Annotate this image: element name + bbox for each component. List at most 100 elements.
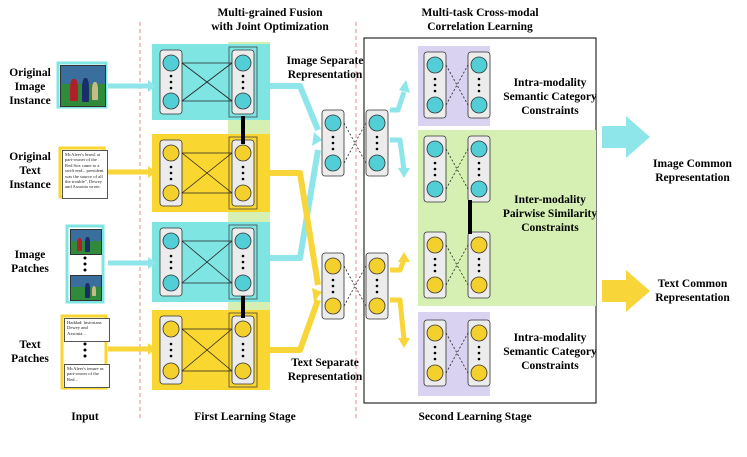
fusion-box-text-patches-left-ellipsis-dot	[169, 342, 173, 346]
text-patches-label-l2: Patches	[11, 353, 49, 365]
inter-net-text-b-node-bottom	[470, 276, 488, 294]
inter-net-image-a-ellipsis-dot	[433, 173, 437, 177]
to-inter-text	[390, 259, 407, 273]
text-common-label-l2: Representation	[655, 292, 730, 304]
inter-net-image-a-node-bottom	[426, 180, 444, 198]
image-separate-label: Image Separate Representation	[270, 54, 380, 82]
image-common-label-l2: Representation	[655, 172, 730, 184]
image-patches-frame	[65, 224, 105, 304]
fusion-box-original-image-right-ellipsis-dot	[241, 86, 245, 90]
intra-bottom-label: Intra-modality Semantic Category Constra…	[495, 331, 605, 373]
text-patch-thumbnail-top: Haddad: historians Dewey and Axsonia...	[64, 318, 110, 342]
fusion-box-original-text-right-node-top	[234, 144, 252, 162]
image-separate-label-l2: Representation	[287, 69, 363, 81]
image-patches-label-l1: Image	[14, 249, 46, 261]
separate-net-image-a-node-bottom	[324, 154, 342, 172]
separate-net-text-a-ellipsis-dot	[331, 290, 335, 294]
intra-bottom-net-b-node-top	[470, 324, 488, 342]
intra-bottom-label-l1: Intra-modality	[513, 332, 587, 344]
fusion-box-image-patches-right-ellipsis-dot	[241, 260, 245, 264]
intra-top-net-b-node-bottom	[470, 96, 488, 114]
separate-net-text-a-ellipsis-dot	[331, 278, 335, 282]
inter-net-text-a-node-top	[426, 236, 444, 254]
stage-input-label: Input	[71, 411, 99, 423]
inter-net-image-a-ellipsis-dot	[433, 161, 437, 165]
multitask-header-line2: Correlation Learning	[427, 21, 533, 33]
separate-net-image-b-ellipsis-dot	[375, 147, 379, 151]
arrow-in-original-image-head	[148, 80, 156, 92]
fusion-box-image-patches-left-ellipsis-dot	[169, 266, 173, 270]
image-patch-thumbnail-bottom	[70, 275, 102, 301]
fusion-box-image-patches-right-node-bottom	[234, 274, 252, 292]
separate-net-image-link	[343, 122, 367, 164]
original-text-snippet: McAleer's brawl at part-owner of the Red…	[65, 152, 104, 190]
fusion-box-original-image-right-ellipsis-dot	[241, 80, 245, 84]
fusion-box-text-patches-left-ellipsis-dot	[169, 354, 173, 358]
text-patch-thumbnail-bottom: McAleer's tenure as part-owner of the Re…	[64, 364, 110, 388]
patch-ellipsis-dot	[83, 262, 87, 266]
text-patches-label-l1: Text	[19, 339, 41, 351]
fusion-box-text-patches-link	[181, 328, 233, 372]
to-intra-bottom-head	[398, 338, 410, 348]
text-patch-snippet-1: Haddad: historians Dewey and Axsonia...	[67, 320, 102, 336]
original-text-thumbnail: McAleer's brawl at part-owner of the Red…	[62, 150, 108, 199]
separate-net-text-link	[343, 265, 367, 307]
to-intra-top	[390, 91, 407, 113]
text-separate-label-l1: Text Separate	[291, 357, 359, 369]
merge-yellow-head	[312, 288, 322, 302]
intra-top-label-l2: Semantic Category	[503, 91, 597, 103]
separate-net-image-b-node-top	[368, 114, 386, 132]
fusion-box-text-patches-right-ellipsis-dot	[241, 348, 245, 352]
separate-net-image-a-ellipsis-dot	[331, 147, 335, 151]
output-arrow-text-body	[602, 280, 626, 302]
fusion-box-original-text-link	[181, 152, 233, 194]
original-image-label-l2: Image	[14, 81, 46, 93]
inter-net-text-b-ellipsis-dot	[477, 257, 481, 261]
intra-top-net-b-ellipsis-dot	[477, 83, 481, 87]
separate-net-image-a-node-top	[324, 114, 342, 132]
arrow-in-image-patches-head	[148, 257, 156, 269]
intra-top-label-l3: Constraints	[521, 105, 579, 117]
fusion-box-image-patches-link	[181, 240, 233, 284]
text-common-label-l1: Text Common	[657, 278, 728, 290]
separate-net-text-b-ellipsis-dot	[375, 284, 379, 288]
fusion-box-original-text-right-node-bottom	[234, 184, 252, 202]
multitask-header: Multi-task Cross-modal Correlation Learn…	[375, 6, 585, 34]
merge-yellow-top	[270, 170, 321, 286]
fusion-box-original-image-left-node-bottom	[162, 92, 180, 110]
to-inter-image	[390, 137, 407, 171]
original-image-label-l1: Original	[9, 67, 51, 79]
intra-top-net-b-ellipsis-dot	[477, 77, 481, 81]
stage-second-label: Second Learning Stage	[418, 411, 532, 423]
fusion-box-text-patches-right-ellipsis-dot	[241, 342, 245, 346]
separate-net-image-a-ellipsis-dot	[331, 141, 335, 145]
text-patches-frame	[60, 314, 108, 390]
inter-net-text-a-ellipsis-dot	[433, 263, 437, 267]
inter-label: Inter-modality Pairwise Similarity Const…	[495, 193, 605, 235]
original-text-label-l3: Instance	[9, 179, 51, 191]
fusion-box-original-image-left-ellipsis-dot	[169, 80, 173, 84]
fusion-box-text-patches-right-node-bottom	[234, 362, 252, 380]
fusion-box-original-text-left-node-bottom	[162, 184, 180, 202]
intra-top-net-a-node-top	[426, 56, 444, 74]
inter-label-l3: Constraints	[521, 222, 579, 234]
text-common-label: Text Common Representation	[640, 277, 745, 305]
fusion-box-original-image-left-node-top	[162, 54, 180, 72]
fusion-box-text-patches-right-node-top	[234, 320, 252, 338]
arrow-in-original-text-head	[148, 166, 156, 178]
intra-bottom-net-a-ellipsis-dot	[433, 345, 437, 349]
original-text-label-l1: Original	[9, 151, 51, 163]
image-patch-thumbnail-top	[70, 229, 102, 255]
image-common-label-l1: Image Common	[653, 158, 732, 170]
separate-net-text-a-node-bottom	[324, 297, 342, 315]
fusion-box-original-image-link	[181, 62, 233, 102]
separate-net-image-a-ellipsis-dot	[331, 135, 335, 139]
inter-label-l1: Inter-modality	[514, 194, 586, 206]
output-arrow-image-head	[626, 116, 650, 158]
to-inter-text-head	[398, 252, 410, 262]
intra-top-net-b-ellipsis-dot	[477, 89, 481, 93]
merge-cyan-head	[312, 132, 322, 146]
fusion-box-image-patches-left-node-bottom	[162, 274, 180, 292]
fusion-box-original-image-left-ellipsis-dot	[169, 74, 173, 78]
